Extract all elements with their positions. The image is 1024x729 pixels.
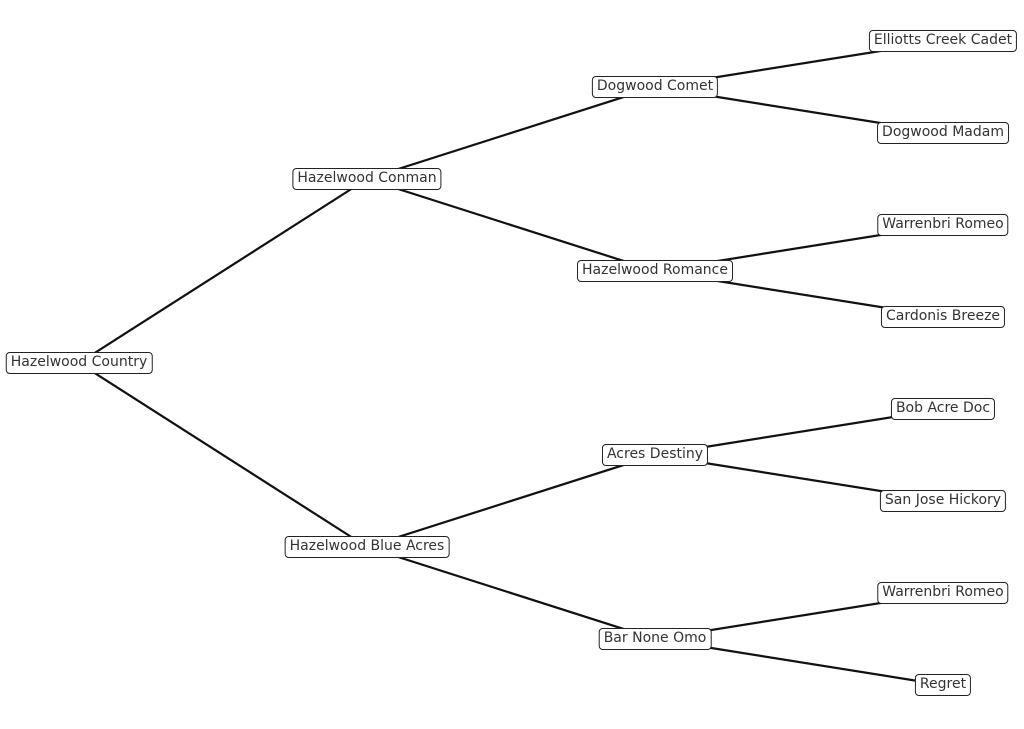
node-regret: Regret xyxy=(914,674,972,696)
node-hazelwood-blue-acres: Hazelwood Blue Acres xyxy=(284,536,450,558)
edge-country-conman xyxy=(77,177,369,365)
edge-conman-romance xyxy=(365,177,657,273)
node-elliotts-creek-cadet: Elliotts Creek Cadet xyxy=(868,30,1018,52)
node-bob-acre-doc: Bob Acre Doc xyxy=(890,398,996,420)
edge-country-blue-acres xyxy=(77,361,369,549)
node-hazelwood-country: Hazelwood Country xyxy=(5,352,153,374)
node-acres-destiny: Acres Destiny xyxy=(601,444,709,466)
node-dogwood-comet: Dogwood Comet xyxy=(591,76,719,98)
node-bar-none-omo: Bar None Omo xyxy=(598,628,712,650)
node-san-jose-hickory: San Jose Hickory xyxy=(879,490,1007,512)
edge-conman-dogwood-comet xyxy=(365,85,657,181)
node-dogwood-madam: Dogwood Madam xyxy=(877,122,1009,144)
node-cardonis-breeze: Cardonis Breeze xyxy=(880,306,1006,328)
node-hazelwood-conman: Hazelwood Conman xyxy=(292,168,442,190)
edge-blue-acres-acres-destiny xyxy=(365,453,657,549)
node-warrenbri-romeo-1: Warrenbri Romeo xyxy=(877,214,1009,236)
node-warrenbri-romeo-2: Warrenbri Romeo xyxy=(877,582,1009,604)
node-hazelwood-romance: Hazelwood Romance xyxy=(577,260,733,282)
edge-blue-acres-bar-none-omo xyxy=(365,545,657,641)
